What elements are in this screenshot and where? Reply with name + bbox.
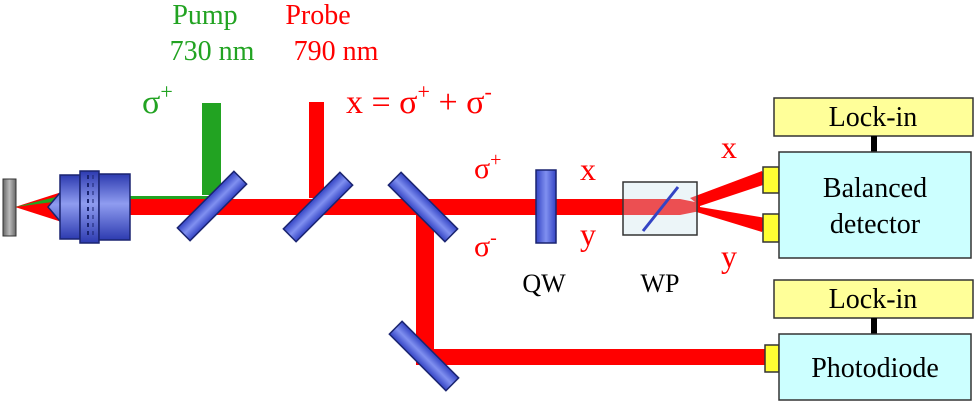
quarter-wave-plate — [535, 169, 557, 244]
x-before-wp-label: x — [580, 151, 596, 187]
balanced-detector-line2: detector — [830, 209, 921, 240]
reference-mirror — [388, 320, 460, 392]
photodiode-box — [778, 333, 972, 401]
objective-lens — [47, 170, 131, 244]
balanced-detector-line1: Balanced — [823, 173, 927, 204]
lockin-top-label: Lock-in — [829, 102, 918, 133]
reference-beam-horizontal — [416, 349, 768, 365]
y-after-wp-label: y — [721, 238, 737, 274]
pump-polarization-label: σ+ — [142, 79, 173, 121]
beam-x-output — [690, 171, 766, 206]
sigma-plus-label: σ+ — [474, 149, 501, 185]
wp-label: WP — [641, 269, 680, 298]
pump-title: Pump — [172, 0, 237, 31]
detector-x-input — [762, 166, 780, 194]
lockin-bottom-label: Lock-in — [829, 284, 918, 315]
qw-label: QW — [522, 269, 566, 298]
lockin-top-cable — [871, 136, 877, 152]
y-before-wp-label: y — [580, 216, 596, 252]
sample — [2, 178, 17, 237]
lockin-top-box — [773, 97, 974, 137]
beam-y-output — [690, 207, 766, 232]
beam-in-wp — [620, 199, 700, 215]
probe-wavelength: 790 nm — [294, 36, 379, 67]
detector-y-input — [762, 213, 780, 243]
pump-beam-vertical — [202, 103, 221, 195]
lockin-bottom-box — [773, 279, 974, 319]
x-after-wp-label: x — [721, 129, 737, 165]
reference-beamsplitter — [387, 171, 459, 243]
pump-dichroic-mirror — [176, 170, 248, 242]
reference-beam-vertical — [416, 205, 434, 363]
probe-beamsplitter — [282, 171, 354, 243]
lockin-bottom-cable — [871, 318, 877, 334]
wollaston-interface — [641, 186, 680, 232]
probe-title: Probe — [285, 0, 350, 31]
probe-polarization-label: x = σ+ + σ- — [346, 79, 492, 121]
focus-cone-pump — [15, 194, 68, 207]
photodiode-label: Photodiode — [811, 353, 939, 384]
pump-wavelength: 730 nm — [170, 36, 255, 67]
photodiode-input — [764, 344, 780, 373]
probe-beam-vertical — [309, 102, 324, 198]
sigma-minus-label: σ- — [474, 227, 497, 263]
probe-beam-main — [130, 199, 630, 215]
balanced-detector-box — [778, 151, 972, 259]
